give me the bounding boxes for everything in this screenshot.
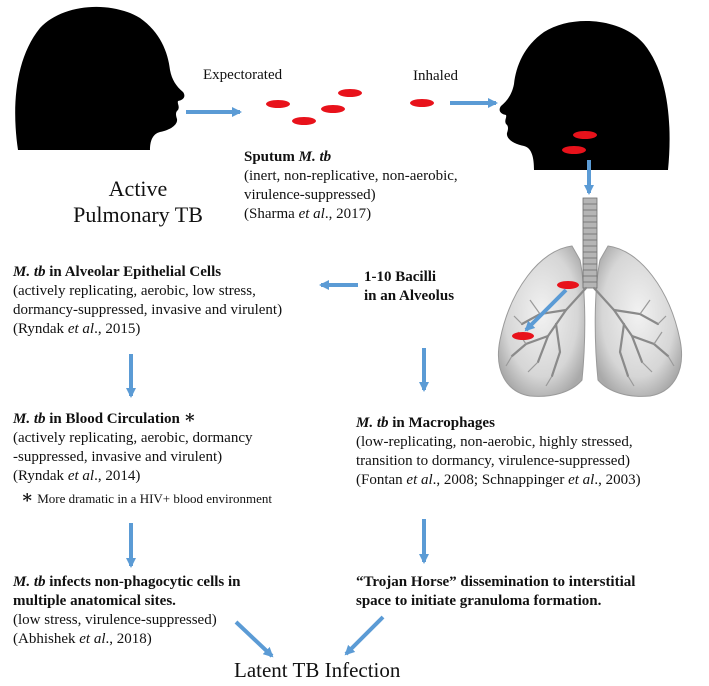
epithelial-citation: (Ryndak et al., 2015) xyxy=(13,321,141,337)
nonphago-line1: (low stress, virulence-suppressed) xyxy=(13,612,217,628)
bacilli-group xyxy=(266,89,597,340)
epithelial-line1: (actively replicating, aerobic, low stre… xyxy=(13,283,256,299)
asterisk-icon: ∗ xyxy=(21,487,34,507)
arrow-into-alveolus xyxy=(524,288,568,332)
bacilli-line2: in an Alveolus xyxy=(364,288,455,304)
macrophages-citation: (Fontan et al., 2008; Schnappinger et al… xyxy=(356,472,641,488)
macrophages-line2: transition to dormancy, virulence-suppre… xyxy=(356,453,630,469)
bacilli-line1: 1-10 Bacilli xyxy=(364,269,437,285)
left-head-silhouette xyxy=(15,6,185,150)
blood-box: M. tb in Blood Circulation ∗ (actively r… xyxy=(13,408,333,509)
arrow-nonphago-to-latent xyxy=(234,620,274,658)
macrophages-box: M. tb in Macrophages (low-replicating, n… xyxy=(356,414,706,490)
arrow-trojan-to-latent xyxy=(344,615,385,656)
epithelial-line2: dormancy-suppressed, invasive and virule… xyxy=(13,302,283,318)
left-head-label-line1: Active xyxy=(108,176,168,201)
macrophages-title: M. tb in Macrophages xyxy=(356,415,495,431)
inhaled-label: Inhaled xyxy=(413,68,458,84)
sputum-line2: virulence-suppressed) xyxy=(244,187,376,203)
trojan-line1: “Trojan Horse” dissemination to intersti… xyxy=(356,574,636,590)
trojan-box: “Trojan Horse” dissemination to intersti… xyxy=(356,573,706,611)
nonphago-title: M. tb infects non-phagocytic cells in xyxy=(13,574,241,590)
bacillus xyxy=(512,332,534,340)
blood-note: ∗ More dramatic in a HIV+ blood environm… xyxy=(21,488,333,509)
sputum-citation: (Sharma et al., 2017) xyxy=(244,206,372,222)
left-head-label: Active Pulmonary TB xyxy=(38,176,238,228)
right-head-silhouette xyxy=(499,20,670,171)
epithelial-box: M. tb in Alveolar Epithelial Cells (acti… xyxy=(13,263,333,339)
nonphago-title-2: multiple anatomical sites. xyxy=(13,593,176,609)
bacillus xyxy=(266,100,290,108)
nonphago-citation: (Abhishek et al., 2018) xyxy=(13,631,152,647)
blood-line1: (actively replicating, aerobic, dormancy xyxy=(13,430,253,446)
bacillus xyxy=(321,105,345,113)
bacillus xyxy=(557,281,579,289)
epithelial-title: M. tb in Alveolar Epithelial Cells xyxy=(13,264,222,280)
bacilli-label: 1-10 Bacilli in an Alveolus xyxy=(364,268,454,306)
bacillus xyxy=(292,117,316,125)
expectorated-label: Expectorated xyxy=(203,67,283,83)
sputum-title: Sputum M. tb xyxy=(244,149,332,165)
bacillus xyxy=(338,89,362,97)
blood-title: M. tb in Blood Circulation ∗ xyxy=(13,407,197,428)
left-head-label-line2: Pulmonary TB xyxy=(73,202,203,227)
blood-citation: (Ryndak et al., 2014) xyxy=(13,468,141,484)
bacillus xyxy=(562,146,586,154)
nonphago-box: M. tb infects non-phagocytic cells in mu… xyxy=(13,573,333,649)
blood-line2: -suppressed, invasive and virulent) xyxy=(13,449,223,465)
latent-tb-label: Latent TB Infection xyxy=(234,658,401,682)
bacillus xyxy=(410,99,434,107)
macrophages-line1: (low-replicating, non-aerobic, highly st… xyxy=(356,434,633,450)
lungs-illustration xyxy=(498,197,682,397)
trojan-line2: space to initiate granuloma formation. xyxy=(356,593,602,609)
sputum-line1: (inert, non-replicative, non-aerobic, xyxy=(244,168,458,184)
blood-note-text: More dramatic in a HIV+ blood environmen… xyxy=(37,491,272,506)
bacillus xyxy=(573,131,597,139)
sputum-box: Sputum M. tb (inert, non-replicative, no… xyxy=(244,148,534,224)
asterisk-icon: ∗ xyxy=(183,407,197,427)
